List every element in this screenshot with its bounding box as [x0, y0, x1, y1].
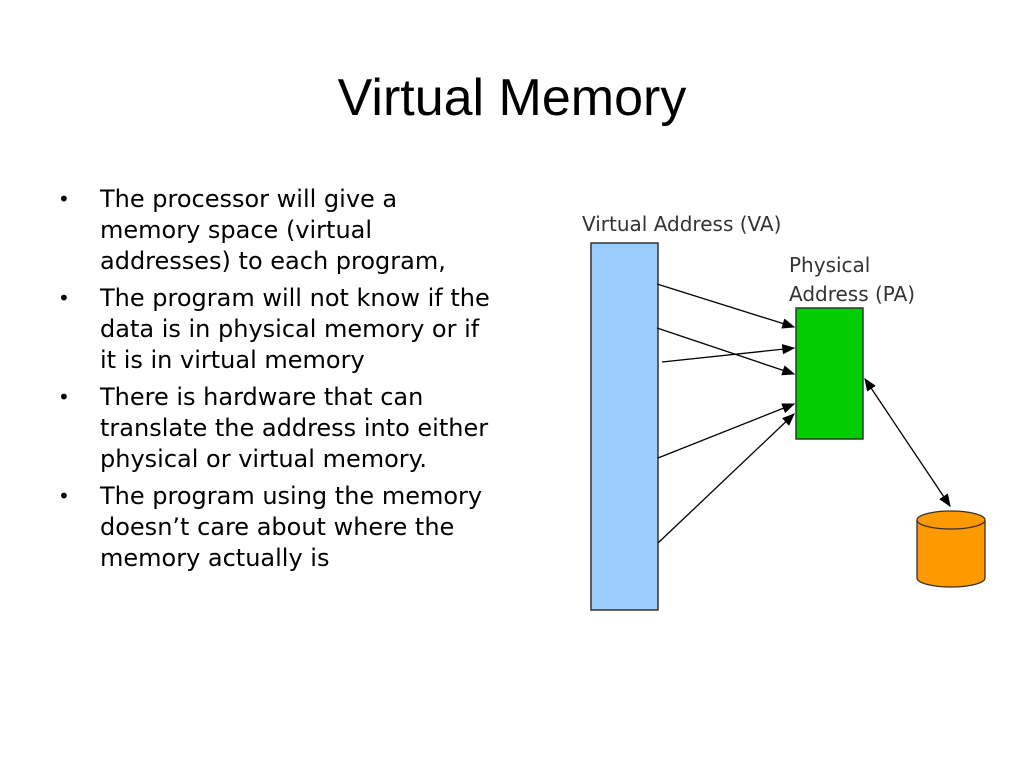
- bullet-text: The processor will give a memory space (…: [100, 185, 446, 275]
- bullet-text: The program using the memory doesn’t car…: [100, 482, 483, 572]
- arrow-right-icon: [656, 327, 796, 376]
- bullet-item: • There is hardware that can translate t…: [58, 382, 498, 475]
- physical-address-label-line1: Physical: [789, 253, 870, 277]
- disk-cylinder-icon: [916, 510, 986, 588]
- slide-title: Virtual Memory: [337, 69, 687, 127]
- virtual-address-label: Virtual Address (VA): [582, 212, 781, 236]
- arrow-right-icon: [657, 403, 796, 459]
- bullet-text: The program will not know if the data is…: [100, 284, 490, 374]
- arrow-right-icon: [656, 283, 796, 329]
- bullet-marker: •: [58, 187, 70, 211]
- virtual-address-block: [590, 242, 659, 611]
- bullet-item: • The program using the memory doesn’t c…: [58, 481, 498, 574]
- bullet-text: There is hardware that can translate the…: [100, 383, 489, 473]
- bullet-list: • The processor will give a memory space…: [58, 184, 498, 580]
- bullet-item: • The program will not know if the data …: [58, 283, 498, 376]
- memory-mapping-diagram: Virtual Address (VA) Physical Address (P…: [582, 212, 986, 611]
- double-arrow-icon: [864, 377, 951, 508]
- bullet-marker: •: [58, 286, 70, 310]
- physical-address-label-line2: Address (PA): [789, 282, 915, 306]
- bullet-marker: •: [58, 484, 70, 508]
- arrow-right-icon: [661, 344, 796, 363]
- arrow-right-icon: [657, 413, 795, 544]
- bullet-marker: •: [58, 385, 70, 409]
- bullet-item: • The processor will give a memory space…: [58, 184, 498, 277]
- physical-address-block: [795, 307, 864, 440]
- mapping-arrows: [656, 283, 951, 544]
